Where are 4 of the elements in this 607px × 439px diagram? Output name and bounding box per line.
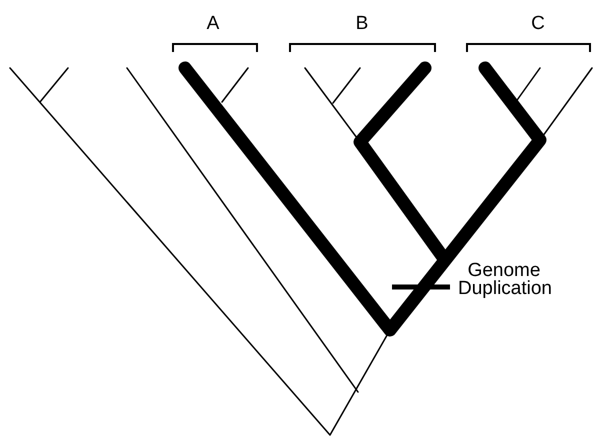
clade-label: A xyxy=(206,12,220,36)
clade-label: C xyxy=(530,12,546,36)
annotation-label: Genome Duplication xyxy=(458,262,550,298)
clade-label: B xyxy=(354,12,370,36)
